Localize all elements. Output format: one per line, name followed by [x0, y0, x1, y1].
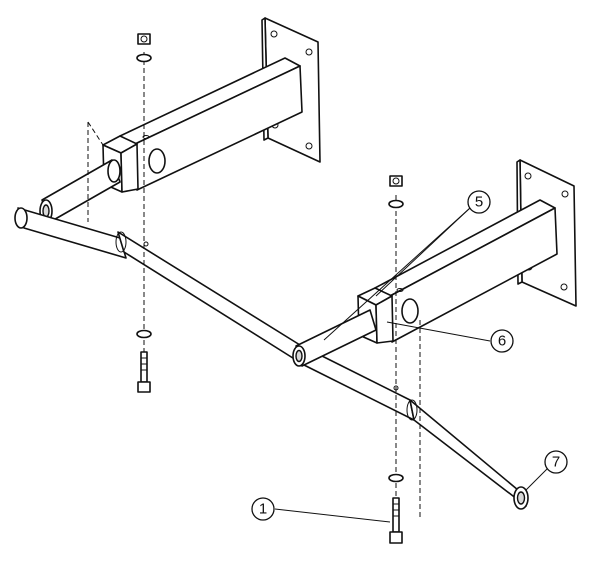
- left-hardware: [136, 33, 152, 393]
- callout-7-circle: [544, 450, 568, 474]
- callout-5-label: 5: [475, 194, 483, 211]
- left-inner-tube: [39, 159, 121, 223]
- callout-5-circle: [467, 190, 491, 214]
- alignment-lines: [87, 52, 421, 520]
- callout-6-circle: [490, 329, 514, 353]
- right-hardware: [388, 175, 404, 544]
- callouts: 1 5 6 7: [251, 190, 568, 523]
- callout-1-circle: [251, 497, 275, 521]
- left-arm: [102, 57, 303, 193]
- main-bar: [14, 207, 529, 510]
- callout-1-label: 1: [259, 501, 267, 518]
- callout-6-label: 6: [498, 333, 506, 350]
- callout-7-label: 7: [552, 454, 560, 471]
